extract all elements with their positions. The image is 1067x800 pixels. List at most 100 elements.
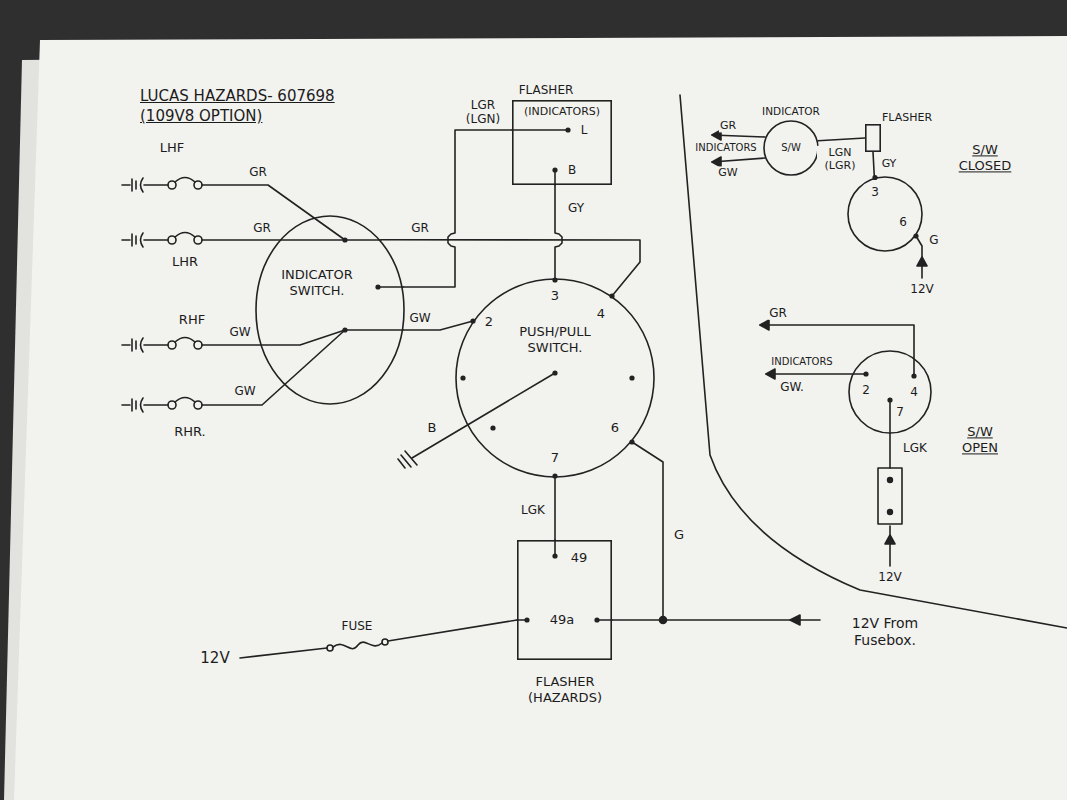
lamp-terminal: [194, 181, 202, 189]
terminal-dot: [888, 510, 893, 515]
wire-label: G: [928, 233, 939, 247]
lamp-symbol: [122, 233, 202, 248]
fuse-terminal: [382, 639, 388, 645]
wire: [345, 239, 381, 241]
wire: [202, 185, 345, 240]
fuse-terminal: [327, 645, 333, 651]
wire-label: LHR: [171, 254, 199, 270]
lamp-symbol: [122, 178, 202, 193]
wire-colour-label: LGK: [520, 503, 546, 517]
wire-connector: [873, 152, 874, 178]
node-text: (INDICATORS): [524, 105, 600, 118]
lamp-symbol: [122, 398, 195, 413]
lamp-symbol: [122, 338, 202, 353]
circle-outline: [849, 351, 931, 433]
lamp-terminal: [168, 181, 176, 189]
wire-label: 12V From Fusebox.: [824, 615, 946, 649]
box-outline: [865, 124, 881, 152]
wire-colour-label: G: [673, 527, 685, 543]
lamp-symbol: [122, 178, 195, 193]
earth-symbol: [398, 451, 417, 468]
wire-label: GR: [768, 306, 788, 320]
node-text: PUSH/PULL SWITCH.: [500, 324, 610, 355]
wire-colour-label: GR: [410, 221, 430, 235]
terminal-dot: [863, 371, 868, 376]
wire: [378, 286, 403, 288]
node-text: 49a: [550, 612, 575, 628]
arrow-head: [885, 535, 895, 544]
wire-connector: [381, 240, 640, 296]
box-outline: [518, 541, 611, 659]
node-text: 6: [611, 420, 619, 436]
lamp-symbol: [122, 338, 195, 353]
terminal-dot: [470, 318, 475, 323]
terminal-dot: [342, 237, 347, 242]
arrow-head: [790, 615, 800, 625]
wire-connector: [612, 442, 663, 620]
wire: [512, 129, 568, 131]
lamp-terminal: [168, 236, 176, 244]
terminal-dot: [872, 175, 877, 180]
lamp-terminal: [168, 341, 176, 349]
terminal-dot: [460, 375, 465, 380]
wire: [240, 648, 327, 658]
flasher-unit: 4949aFLASHER (HAZARDS): [517, 540, 612, 660]
wire: [766, 373, 866, 375]
lamp-terminal: [168, 401, 176, 409]
wire: [388, 620, 517, 641]
wire-label: 12V: [909, 282, 934, 296]
terminal-dot: [629, 375, 634, 380]
wire: [345, 329, 403, 331]
node-heading: FLASHER: [882, 111, 932, 124]
circle-outline: [456, 279, 654, 477]
terminal-dot: [375, 284, 380, 289]
circle-outline: [848, 177, 922, 251]
terminal-dot: [913, 233, 918, 238]
paper-sheet: [14, 36, 1067, 800]
wire-label: GR: [252, 221, 272, 235]
wire-label: LHF: [159, 140, 186, 156]
wiring-lines: [122, 95, 1067, 658]
wire-connector: [403, 130, 512, 287]
wire-label: GW.: [779, 380, 805, 394]
wire-connector: [818, 138, 865, 141]
arrow-head: [917, 257, 927, 266]
node-heading: INDICATOR: [762, 105, 820, 118]
wire-label: GR: [719, 119, 737, 132]
lamp-terminal: [194, 401, 202, 409]
fuse-symbol: [333, 642, 382, 649]
node-text: B: [568, 163, 576, 177]
circle-outline: [847, 176, 923, 252]
wire: [889, 526, 891, 566]
wire-colour-label: LGR (LGN): [459, 98, 507, 127]
wire-label: GW: [717, 166, 738, 179]
box-outline: [517, 540, 612, 660]
box-outline: [513, 101, 611, 184]
node-text: 2: [485, 314, 493, 330]
node-text: S/W: [781, 142, 801, 154]
wire-label: RHR.: [173, 424, 207, 440]
node-text: 4: [910, 385, 918, 399]
wire-label: INDICATORS: [694, 142, 757, 154]
node-text: L: [581, 123, 588, 137]
circle-outline: [255, 215, 405, 405]
node-text: 3: [551, 288, 559, 304]
flasher-unit: FLASHER(INDICATORS)LB: [512, 100, 612, 185]
indicator-switch: INDICATOR SWITCH.: [255, 215, 405, 405]
node-text: 2: [862, 383, 870, 397]
circle-outline: [848, 350, 932, 434]
lamp-symbol: [122, 398, 202, 413]
terminal-dot: [594, 617, 599, 622]
wire-label: B: [427, 420, 438, 436]
node-text: 7: [896, 405, 904, 419]
wire-label: S/W OPEN: [948, 424, 1012, 455]
terminal-dot: [552, 277, 557, 282]
box-outline: [866, 125, 880, 151]
wire-colour-label: LGN (LGR): [817, 146, 863, 172]
node-text: 3: [871, 185, 879, 199]
terminal-dot: [552, 370, 557, 375]
wire-label: RHF: [178, 312, 206, 328]
arrow-head: [766, 369, 775, 379]
wire-connector: [554, 476, 556, 540]
